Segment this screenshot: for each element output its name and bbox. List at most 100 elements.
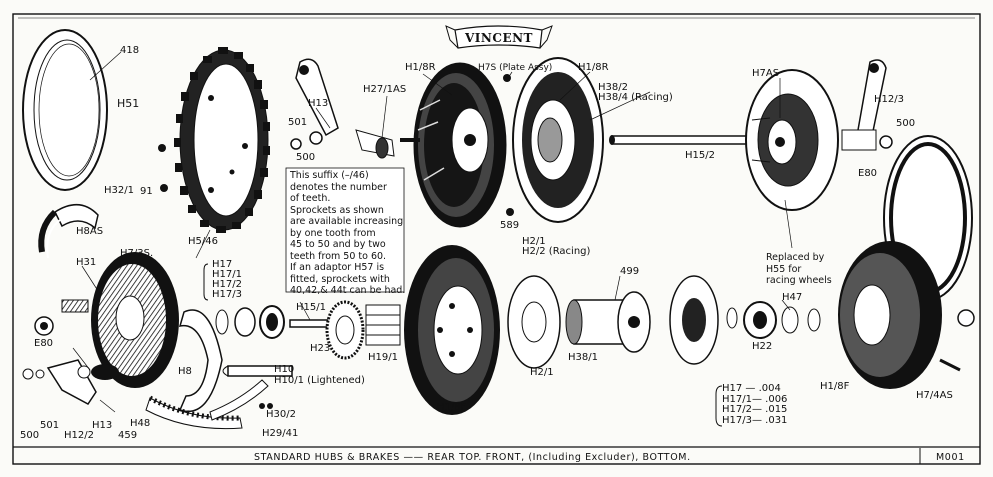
label-500-bottom: 500	[20, 430, 40, 441]
label-h29-41: H29/41	[262, 428, 299, 439]
label-h27-1as: H27/1AS	[363, 84, 407, 95]
label-h17-1: H17/1	[212, 269, 242, 280]
note-line: If an adaptor H57 is	[290, 262, 385, 273]
label-h23: H23	[310, 343, 331, 354]
brake-arm-h12-2	[46, 359, 97, 405]
front-brake-drum-right-h1-8f	[838, 241, 942, 389]
caption-bar: STANDARD HUBS & BRAKES —— REAR TOP. FRON…	[18, 448, 978, 465]
shim-row: H17/2— .015	[722, 404, 788, 415]
label-501-top: 501	[288, 117, 308, 128]
note-line: Sprockets as shown	[290, 204, 384, 216]
note-line: teeth from 50 to 60.	[290, 250, 387, 262]
label-h30-2: H30/2	[266, 409, 296, 420]
label-h7s: H7S (Plate Assy)	[478, 63, 553, 73]
shim-table: H17 — .004 H17/1— .006 H17/2— .015 H17/3…	[722, 383, 788, 426]
note-line: H55 for	[766, 263, 802, 275]
label-e80-left: E80	[34, 338, 54, 349]
note-line: fitted, sprockets with	[290, 273, 390, 285]
label-h12-3: H12/3	[874, 94, 904, 105]
label-91: 91	[140, 186, 153, 197]
label-h13-top: H13	[308, 98, 329, 109]
label-h17-3: H17/3	[212, 289, 242, 300]
label-h7-3s: H7/3S.	[120, 248, 154, 259]
label-h2-1-top: H2/1	[522, 236, 546, 247]
label-499: 499	[620, 266, 640, 277]
label-h15-2: H15/2	[685, 150, 715, 161]
cam-lever-h27	[355, 129, 395, 157]
dust-cover-ring-h51	[22, 29, 108, 191]
vincent-logo: VINCENT	[465, 31, 533, 45]
label-h10-1: H10/1 (Lightened)	[274, 375, 365, 386]
label-h1-8r-b: H1/8R	[578, 62, 609, 73]
label-459: 459	[118, 430, 138, 441]
caption-title: STANDARD HUBS & BRAKES —— REAR TOP. FRON…	[254, 452, 691, 463]
label-h7as: H7AS	[752, 68, 780, 79]
rear-sprocket-h5-46	[174, 47, 270, 233]
label-500-right: 500	[896, 118, 916, 129]
label-h31: H31	[76, 257, 97, 268]
note-line: Replaced by	[766, 252, 825, 263]
sprocket-note-box	[285, 167, 405, 293]
label-h38-4: H38/4 (Racing)	[598, 92, 673, 103]
label-h32-1: H32/1	[104, 185, 134, 196]
rear-brake-drum-h1-8r	[413, 62, 507, 228]
label-h1-8f-right: H1/8F	[820, 381, 850, 392]
note-line: 45 to 50 and by two	[290, 239, 386, 250]
brake-arm-h13	[295, 58, 339, 137]
shim-row: H17/1— .006	[722, 393, 788, 405]
label-h38-1: H38/1	[568, 352, 598, 363]
label-418: 418	[120, 45, 140, 56]
flange-h2-1	[507, 275, 561, 369]
brake-shoe-h8as	[54, 204, 99, 230]
drawing-code: M001	[936, 452, 965, 463]
note-line: racing wheels	[766, 275, 832, 286]
shim-row: H17/3— .031	[722, 414, 788, 426]
label-h7-4as: H7/4AS	[916, 390, 953, 401]
note-line: by one tooth from	[290, 227, 376, 239]
cable-h29	[209, 379, 269, 421]
label-h12-2: H12/2	[64, 430, 94, 441]
front-spindle-h10	[222, 365, 293, 377]
diagram-border	[12, 13, 981, 465]
sprocket-note: This suffix (–/46) denotes the number of…	[290, 170, 405, 297]
label-h19-1: H19/1	[368, 352, 398, 363]
brake-arm-h12-3	[857, 59, 887, 138]
label-h2-1-mid: H2/1	[530, 367, 554, 378]
label-h38-2: H38/2	[598, 82, 628, 93]
speedo-gear-h23	[325, 300, 365, 360]
note-line: This suffix (–/46)	[290, 170, 369, 181]
replaced-note: Replaced by H55 for racing wheels	[766, 252, 832, 287]
label-h8: H8	[178, 366, 192, 377]
label-h22: H22	[752, 341, 773, 352]
leader-lines	[72, 51, 793, 413]
label-h48: H48	[130, 418, 151, 429]
label-h17-2: H17/2	[212, 279, 242, 290]
spindle-h15-2	[609, 135, 753, 145]
label-h13-bottom: H13	[92, 420, 113, 431]
vincent-logo-scroll	[445, 25, 553, 49]
label-e80-right: E80	[858, 168, 878, 179]
label-h51: H51	[117, 97, 140, 110]
front-brake-plate-h7-3s	[91, 252, 179, 388]
label-h8as: H8AS	[76, 226, 104, 237]
front-brake-drum-h1-8f	[404, 245, 500, 415]
label-589: 589	[500, 220, 520, 231]
rear-hub-h7as	[745, 69, 839, 211]
label-h2-2: H2/2 (Racing)	[522, 246, 591, 257]
label-h17: H17	[212, 259, 233, 270]
label-h10: H10	[274, 364, 295, 375]
note-line: 40,42,& 44t can be had.	[290, 285, 406, 296]
label-h5-46: H5/46	[188, 236, 218, 247]
note-line: of teeth.	[290, 193, 331, 204]
hub-body-h38-1	[565, 291, 651, 353]
label-h1-8r-a: H1/8R	[405, 62, 436, 73]
label-501-bottom: 501	[40, 420, 60, 431]
rear-brake-plate-h38	[512, 57, 604, 223]
note-line: denotes the number	[290, 181, 387, 193]
label-500-top: 500	[296, 152, 316, 163]
label-h15-1: H15/1	[296, 302, 326, 313]
front-brake-shoes-h8	[145, 309, 243, 430]
note-line: are available increasing	[290, 216, 404, 227]
